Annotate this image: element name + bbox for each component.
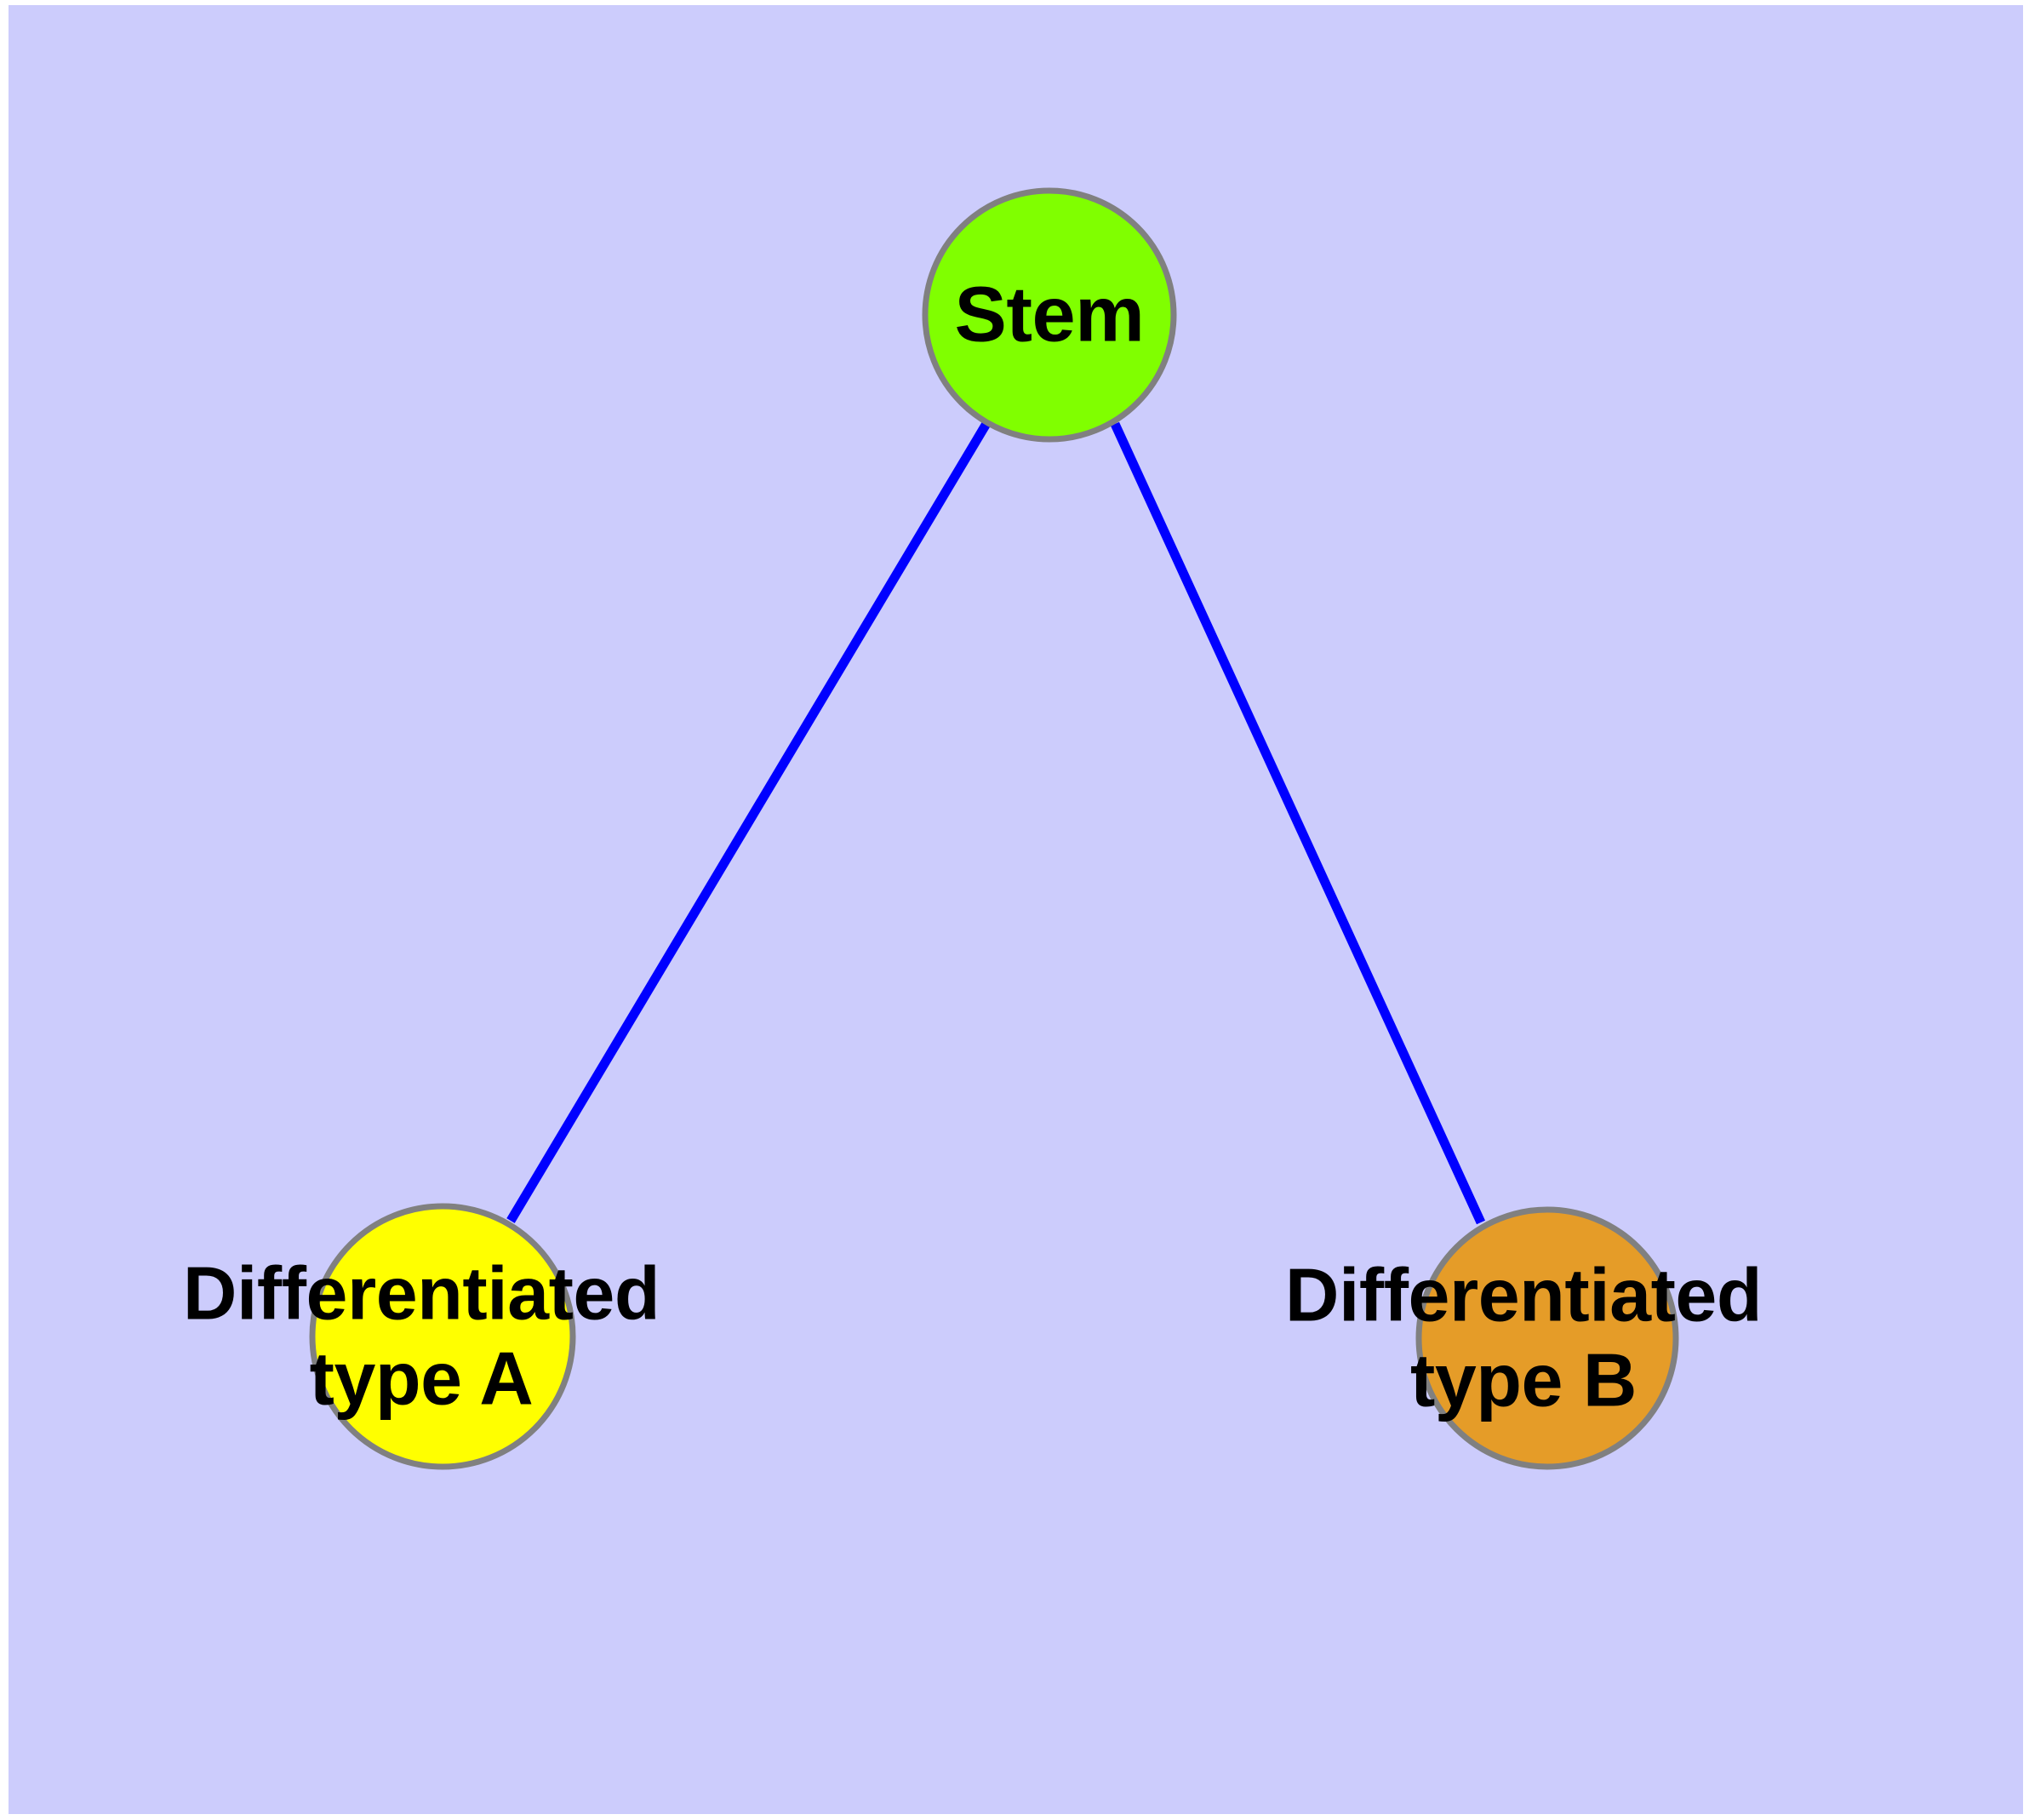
graph-edge-stem-to-type-b[interactable]: [1111, 421, 1485, 1225]
edges-layer: [506, 420, 1485, 1225]
nodes-layer: [309, 187, 1679, 1470]
graph-node-differentiated-type-a[interactable]: [309, 1203, 576, 1470]
graph-node-stem[interactable]: [922, 187, 1177, 443]
graph-edge-stem-to-type-a[interactable]: [506, 420, 992, 1223]
graph-node-differentiated-type-b[interactable]: [1415, 1206, 1679, 1470]
graph-svg: [309, 187, 1679, 1470]
